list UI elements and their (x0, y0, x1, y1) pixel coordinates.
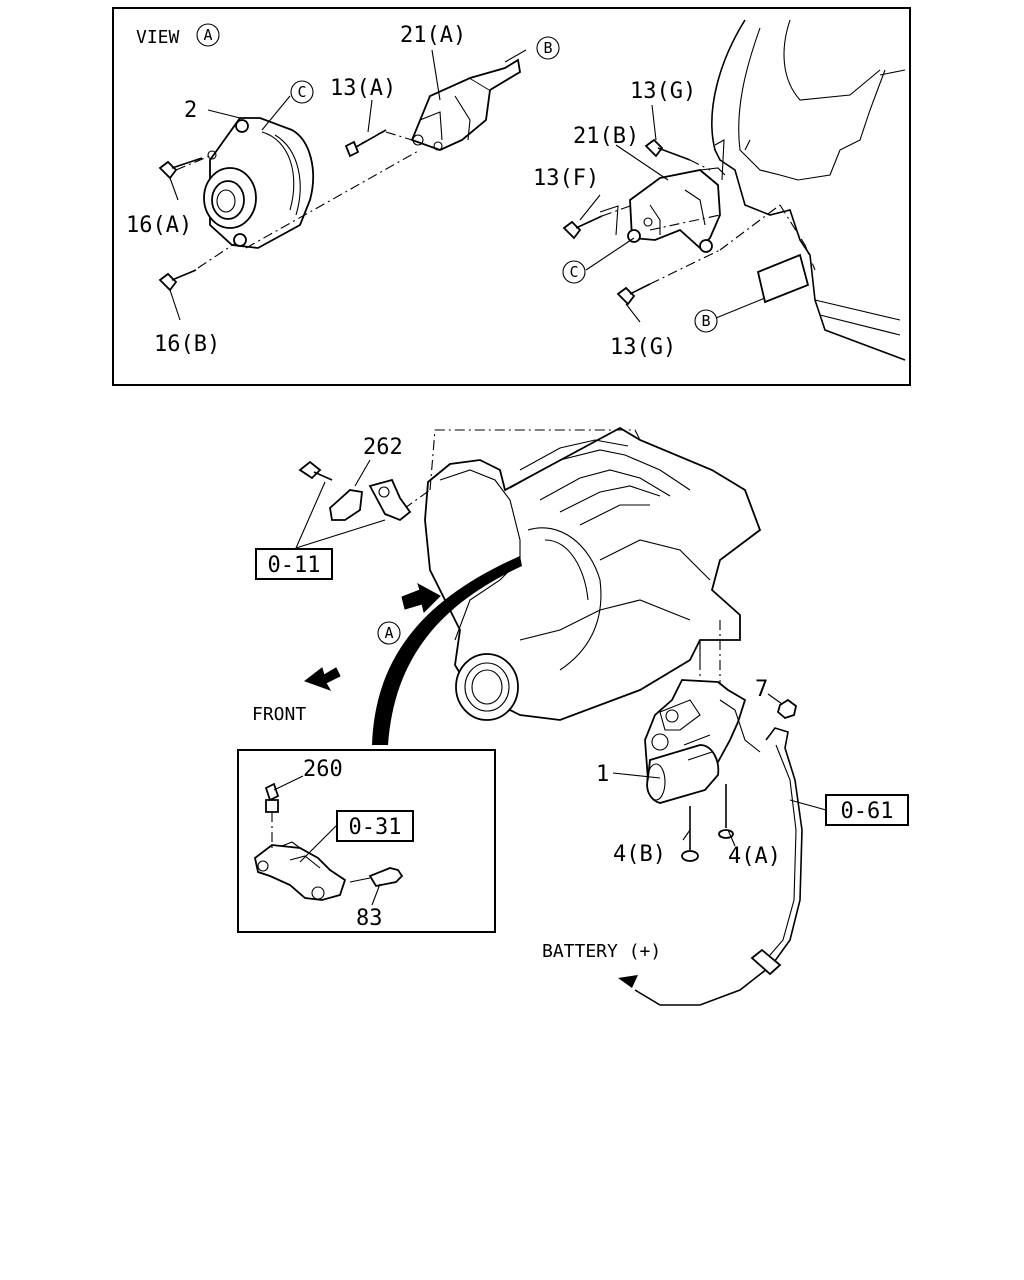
label-part-7: 7 (755, 677, 768, 702)
label-part-83: 83 (356, 906, 383, 931)
engine-block-edge (783, 19, 881, 101)
leader-0-11 (295, 481, 386, 549)
starter-motor (644, 679, 761, 804)
svg-text:C: C (569, 263, 578, 281)
sensor-83 (349, 867, 404, 888)
view-a-title-marker: A (196, 23, 220, 47)
label-part-13g-bottom: 13(G) (610, 335, 676, 360)
svg-text:0-31: 0-31 (349, 815, 402, 840)
svg-text:A: A (203, 26, 212, 44)
label-part-21b: 21(B) (573, 124, 639, 149)
timing-cover (439, 469, 602, 671)
bolt-13g-bottom (616, 283, 651, 306)
battery-cable-outline (763, 744, 797, 963)
bracket-21b (627, 167, 726, 253)
alternator (203, 117, 314, 249)
view-a-frame (112, 7, 911, 386)
leaders-inset (273, 775, 381, 906)
bolt-13a (344, 129, 387, 158)
nut-7 (776, 698, 798, 720)
svg-text:0-61: 0-61 (841, 799, 894, 824)
label-part-13g-top: 13(G) (630, 79, 696, 104)
svg-text:0-11: 0-11 (268, 553, 321, 578)
label-part-2: 2 (184, 98, 197, 123)
bracket-262 (329, 478, 412, 522)
label-battery: BATTERY (+) (542, 941, 661, 962)
view-a-main-marker: A (377, 621, 401, 645)
bolt-16a (158, 157, 203, 180)
marker-c-top: C (290, 80, 314, 104)
engine-assembly: 262 0-11 A FRONT (252, 426, 909, 1006)
ref-0-61[interactable]: 0-61 (825, 794, 909, 826)
battery-cable (634, 727, 803, 1006)
bolt-4a (718, 784, 734, 839)
view-a-title: VIEW (136, 27, 180, 48)
label-part-4b: 4(B) (613, 842, 666, 867)
battery-direction-arrow (618, 975, 638, 988)
thermostat-housing (254, 841, 347, 901)
leader-262 (354, 459, 371, 487)
intake-manifold (509, 439, 691, 526)
sensor-inset: 260 0-31 83 (237, 749, 496, 933)
svg-text:A: A (384, 624, 393, 642)
ref-0-31[interactable]: 0-31 (336, 810, 414, 842)
bolt-13f (562, 215, 603, 240)
bolt-16b (158, 269, 197, 292)
bracket-21a (410, 58, 521, 151)
label-part-1: 1 (596, 762, 609, 787)
marker-b-top: B (536, 36, 560, 60)
svg-text:C: C (297, 83, 306, 101)
label-front: FRONT (252, 704, 306, 725)
bolt-13g-top (644, 138, 691, 161)
panel-bracket-lines (599, 139, 751, 236)
spacer-plate (756, 253, 810, 304)
engine-block-outline (711, 19, 906, 361)
engine-block-inner (738, 27, 906, 336)
label-part-13f: 13(F) (533, 166, 599, 191)
label-part-262: 262 (363, 435, 403, 460)
sender-260 (264, 782, 280, 852)
label-part-21a: 21(A) (400, 23, 466, 48)
front-arrow (303, 667, 341, 691)
view-a-band (372, 556, 522, 745)
leaders-starter (612, 772, 827, 847)
bolt-4b (681, 806, 699, 862)
view-a-panel: VIEW A (112, 7, 911, 386)
label-part-16a: 16(A) (126, 213, 192, 238)
marker-b-bottom: B (694, 309, 718, 333)
svg-text:B: B (701, 312, 710, 330)
marker-c-bottom: C (562, 260, 586, 284)
inset-frame (237, 749, 496, 933)
ref-0-11[interactable]: 0-11 (255, 548, 333, 580)
leader-7 (767, 693, 783, 705)
label-part-4a: 4(A) (728, 844, 781, 869)
label-part-260: 260 (303, 757, 343, 782)
label-part-16b: 16(B) (154, 332, 220, 357)
cable-boot (750, 948, 782, 976)
svg-text:B: B (543, 39, 552, 57)
crank-pulley (455, 653, 519, 721)
alignment-lines-view (175, 131, 816, 285)
label-part-13a: 13(A) (330, 76, 396, 101)
view-a-arrow (401, 582, 441, 613)
leaders-view (169, 49, 766, 323)
bolt-262 (298, 460, 333, 481)
